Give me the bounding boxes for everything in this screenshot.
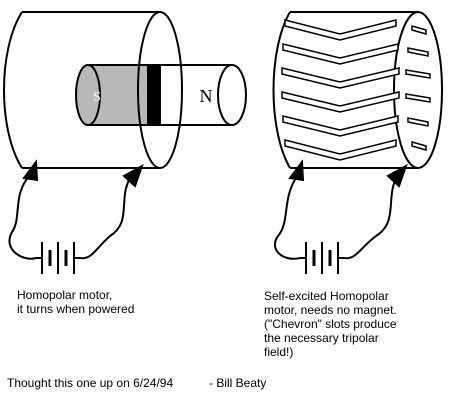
right-cylinder-body — [272, 11, 418, 169]
right-caption-line: ("Chevron" slots produce — [264, 317, 397, 331]
right-caption-line: the necessary tripolar — [264, 331, 379, 345]
right-cylinder-rim — [393, 11, 443, 169]
chevron-slot — [282, 115, 399, 137]
chevron-slot — [281, 67, 400, 89]
right-battery — [300, 242, 344, 274]
left-caption-line: it turns when powered — [17, 302, 135, 316]
left-cylinder-rim — [137, 11, 183, 169]
left-arrow-right — [122, 163, 144, 188]
left-motor — [3, 11, 247, 274]
right-caption-line: motor, needs no magnet. — [264, 303, 397, 317]
magnet-south-label: S — [93, 90, 101, 105]
chevron-slot — [282, 43, 399, 65]
right-wire-right — [343, 177, 397, 260]
inner-slots — [405, 25, 431, 151]
left-arrow-left — [22, 159, 39, 182]
right-motor — [272, 11, 443, 274]
left-caption-line: Homopolar motor, — [17, 288, 113, 302]
right-wire-left — [273, 177, 301, 260]
chevron-slot — [284, 139, 397, 161]
magnet-north-label: N — [200, 86, 213, 106]
chevron-slot — [281, 91, 400, 113]
footer-author: - Bill Beaty — [209, 376, 267, 390]
chevron-slots — [281, 19, 400, 161]
footer-note: Thought this one up on 6/24/94 — [7, 376, 174, 390]
magnet-pole-band — [147, 64, 161, 126]
magnet-north-end — [217, 64, 247, 126]
right-caption-line: Self-excited Homopolar — [264, 289, 389, 303]
right-arrow-left — [288, 159, 305, 182]
left-wire-right — [79, 177, 131, 260]
right-caption-line: field!) — [264, 345, 294, 359]
left-wire-left — [8, 174, 37, 260]
left-battery — [36, 242, 80, 274]
magnet-south-end — [75, 64, 101, 126]
chevron-slot — [284, 19, 397, 41]
right-arrow-right — [386, 163, 408, 188]
bar-magnet — [75, 64, 247, 126]
